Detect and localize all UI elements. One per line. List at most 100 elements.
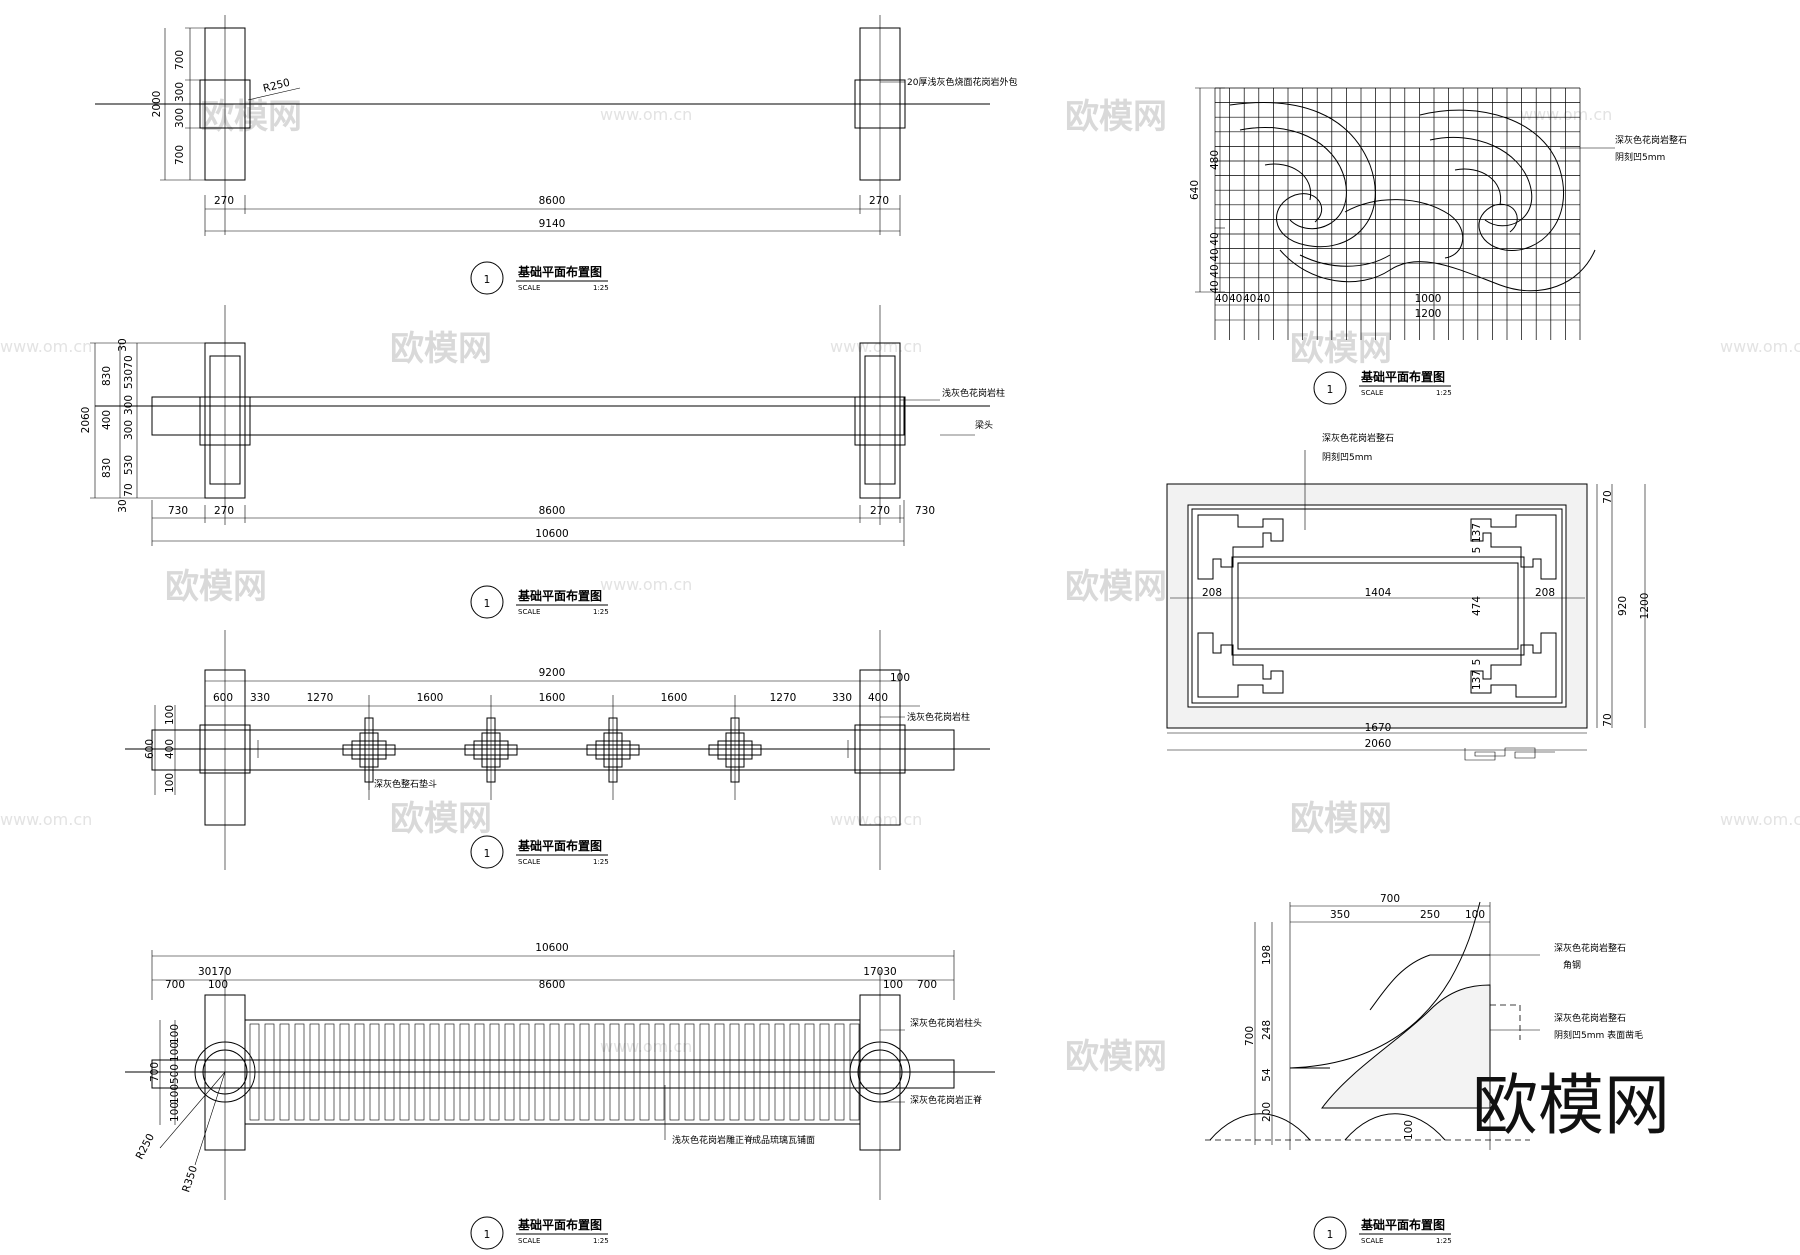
roof-tile: [264, 1023, 275, 1121]
annotation: 深灰色花岗岩整石: [1554, 942, 1626, 954]
roof-tile: [249, 1023, 260, 1121]
watermark: 欧模网: [1290, 329, 1392, 369]
dim: 10600: [535, 942, 568, 954]
annotation: 浅灰色花岗岩雕正脊: [672, 1134, 753, 1146]
dim: 350: [1330, 909, 1350, 921]
scale-label: SCALE: [1361, 1237, 1383, 1245]
annotation: 角钢: [1563, 959, 1581, 971]
drawing-title: 基础平面布置图: [517, 838, 602, 853]
dim: 700: [174, 50, 186, 70]
roof-tile: [639, 1023, 650, 1121]
dim: 137: [1471, 670, 1483, 690]
dim: 1270: [770, 692, 797, 704]
drawing-2: 30 70 830 530 300 400 300 830 530 70 30 …: [80, 305, 1005, 619]
dim: 700: [149, 1062, 161, 1082]
dim: 40: [1209, 264, 1221, 277]
drawing-title: 基础平面布置图: [517, 588, 602, 603]
dim: 5: [1471, 659, 1483, 666]
annotation: 浅灰色花岗岩柱: [907, 711, 970, 723]
dim: 1200: [1415, 308, 1442, 320]
roof-tile: [729, 1023, 740, 1121]
dim: 700: [165, 979, 185, 991]
watermark-url: www.om.cn: [600, 1037, 692, 1056]
dim: 198: [1261, 945, 1273, 965]
dim: 40: [1257, 293, 1270, 305]
annotation: 阴刻凹5mm: [1322, 451, 1372, 463]
dim: 8600: [539, 505, 566, 517]
dim: 700: [917, 979, 937, 991]
drawing-index: 1: [484, 598, 491, 610]
drawing-7: 700 350 250 100 198 248 54 200 700 100 深…: [1205, 893, 1643, 1250]
annotation: 深灰色花岗岩整石: [1554, 1012, 1626, 1024]
annotation: 成品琉璃瓦铺面: [752, 1134, 815, 1146]
watermark-url: www.om.cn: [0, 810, 92, 829]
dim: 30: [117, 338, 129, 351]
dim: 100: [169, 1024, 181, 1044]
annotation: 20厚浅灰色烧面花岗岩外包: [907, 76, 1017, 88]
drawing-3: 9200 600 330 1270 1600 1600 1600 1270 33…: [125, 630, 990, 870]
watermark-url: www.om.cn: [600, 575, 692, 594]
scale-value: 1:25: [593, 1237, 609, 1245]
drawing-title: 基础平面布置图: [1360, 1217, 1445, 1232]
dim: 700: [1380, 893, 1400, 905]
dim: 730: [168, 505, 188, 517]
annotation: 深灰色花岗岩柱头: [910, 1017, 982, 1029]
dim: 830: [101, 458, 113, 478]
dim: 270: [214, 505, 234, 517]
dim: 100: [164, 773, 176, 793]
dim: 40: [1209, 232, 1221, 245]
dim: R250: [262, 77, 291, 95]
roof-tile: [429, 1023, 440, 1121]
drawing-index: 1: [484, 1229, 491, 1241]
dim: 70: [1602, 713, 1614, 726]
dim: 2000: [151, 91, 163, 118]
roof-tile: [534, 1023, 545, 1121]
dim: 208: [1202, 587, 1222, 599]
roof-tile: [549, 1023, 560, 1121]
cloud-carving: [1229, 102, 1596, 292]
dim: 100: [208, 979, 228, 991]
dim: 270: [870, 505, 890, 517]
roof-tile: [279, 1023, 290, 1121]
dim: 830: [101, 366, 113, 386]
scale-value: 1:25: [1436, 1237, 1452, 1245]
key-pattern: [1197, 514, 1557, 698]
roof-tile: [309, 1023, 320, 1121]
watermark: 欧模网: [200, 97, 302, 137]
dim: 1600: [661, 692, 688, 704]
dim: 300: [174, 82, 186, 102]
roof-tile: [699, 1023, 710, 1121]
watermark-url: www.om.cn: [830, 337, 922, 356]
drawing-index: 1: [484, 848, 491, 860]
dim: 300: [123, 395, 135, 415]
dim: 700: [174, 145, 186, 165]
drawing-6: 70 70 920 1200 5 137 5 137 474 208 208 1…: [1166, 432, 1651, 761]
roof-tile: [474, 1023, 485, 1121]
dim: 1600: [417, 692, 444, 704]
annotation: 梁头: [975, 419, 993, 431]
dim: 1270: [307, 692, 334, 704]
dim: 100: [164, 705, 176, 725]
roof-tile: [354, 1023, 365, 1121]
dim: 137: [1471, 523, 1483, 543]
dim: 530: [123, 455, 135, 475]
dim: 100: [1403, 1120, 1415, 1140]
roof-tile: [324, 1023, 335, 1121]
roof-tile: [489, 1023, 500, 1121]
annotation: 阴刻凹5mm 表面凿毛: [1554, 1029, 1643, 1041]
dim: 600: [144, 739, 156, 759]
dim: 2060: [1365, 738, 1392, 750]
roof-tile: [294, 1023, 305, 1121]
roof-tile: [504, 1023, 515, 1121]
dim: 40: [1209, 280, 1221, 293]
roof-tile: [399, 1023, 410, 1121]
dim: 17030: [863, 966, 896, 978]
dim: 30: [117, 499, 129, 512]
dim: 250: [1420, 909, 1440, 921]
watermark-url: www.om.cn: [1520, 105, 1612, 124]
roof-tile: [774, 1023, 785, 1121]
dim: 700: [1244, 1026, 1256, 1046]
dim: 300: [174, 108, 186, 128]
dim: 640: [1189, 180, 1201, 200]
watermark-url: www.om.cn: [600, 105, 692, 124]
